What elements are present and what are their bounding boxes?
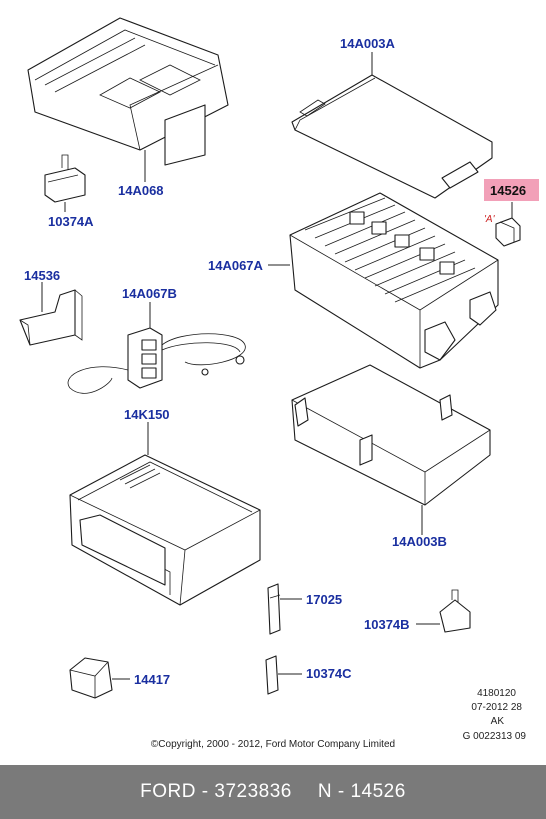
reference-line-3: AK — [490, 716, 504, 727]
label-14526: 14526 — [490, 183, 526, 198]
connector-14417 — [69, 657, 130, 699]
cover-14a003a — [291, 52, 493, 199]
footer-bar: FORD - 3723836 N - 14526 — [0, 765, 546, 819]
label-a: 'A' — [484, 214, 496, 225]
relay-10374a — [44, 154, 86, 212]
label-14417: 14417 — [134, 672, 170, 687]
label-10374c: 10374C — [306, 666, 352, 681]
relay-10374b — [416, 589, 471, 633]
fuse-10374c — [265, 655, 302, 695]
relay-14526 — [484, 179, 539, 247]
reference-line-2: 07-2012 28 — [471, 702, 522, 713]
reference-line-1: 4180120 — [477, 688, 516, 699]
label-14k150: 14K150 — [124, 407, 170, 422]
module-14k150 — [69, 422, 261, 606]
fuse-17025 — [267, 583, 302, 635]
harness-14a067b — [67, 302, 246, 394]
label-14a068: 14A068 — [118, 183, 164, 198]
label-10374a: 10374A — [48, 214, 94, 229]
label-14536: 14536 — [24, 268, 60, 283]
label-17025: 17025 — [306, 592, 342, 607]
fuse-box-14a068 — [27, 17, 229, 182]
label-14a003a: 14A003A — [340, 36, 396, 51]
fuse-box-14a067a — [268, 192, 499, 369]
footer-brand: FORD - 3723836 — [140, 781, 292, 802]
label-14a003b: 14A003B — [392, 534, 447, 549]
label-10374b: 10374B — [364, 617, 410, 632]
parts-diagram: 14A003A 14A068 10374A 14526 'A' 14A067A … — [19, 17, 539, 699]
tray-14a003b — [291, 364, 491, 535]
copyright-text: ©Copyright, 2000 - 2012, Ford Motor Comp… — [150, 739, 396, 750]
reference-line-4: G 0022313 09 — [462, 731, 526, 742]
footer-number: N - 14526 — [317, 781, 406, 802]
label-14a067b: 14A067B — [122, 286, 177, 301]
label-14a067a: 14A067A — [208, 258, 264, 273]
bracket-14536 — [19, 282, 83, 346]
